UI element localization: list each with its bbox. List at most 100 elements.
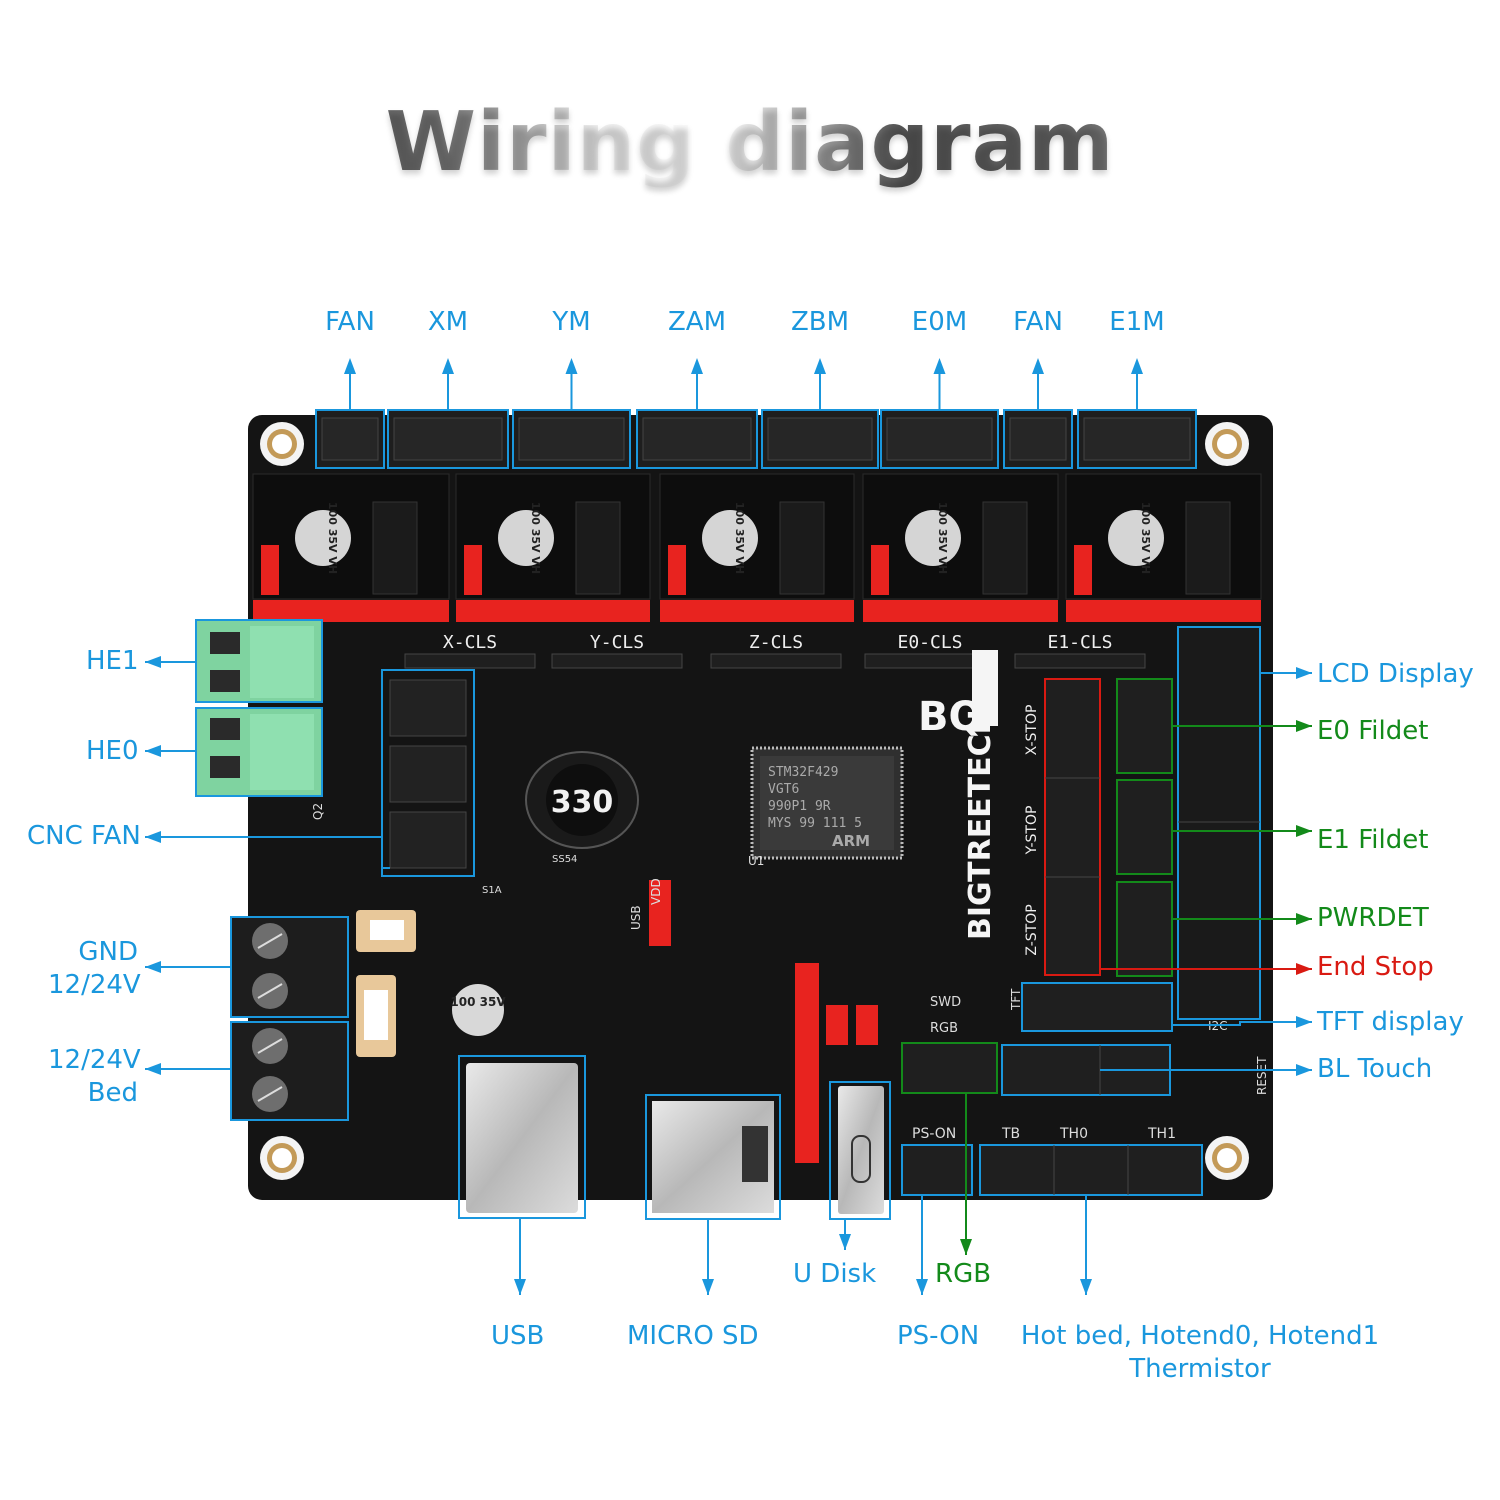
arrow-icon	[1296, 913, 1312, 925]
label-top-xm: XM	[427, 307, 469, 337]
thermistor-connectors[interactable]	[979, 1144, 1203, 1196]
cls-label: E0-CLS	[897, 632, 962, 653]
silk-label: RESET	[1255, 1056, 1269, 1095]
jumper-block	[982, 501, 1028, 595]
power-terminal-main[interactable]	[230, 916, 349, 1018]
label-he1: HE1	[86, 646, 139, 676]
top-connector[interactable]	[636, 409, 758, 469]
mcu-label: 990P1 9R	[768, 799, 831, 814]
ps-on-connector[interactable]	[901, 1144, 973, 1196]
silk-label: SS54	[552, 854, 577, 865]
usb-port[interactable]	[458, 1055, 586, 1219]
stop-label: Y-STOP	[1024, 806, 1040, 856]
filament-detect-e1[interactable]	[1116, 779, 1173, 875]
rgb-connector[interactable]	[901, 1042, 998, 1094]
pin-header-red	[1074, 545, 1092, 595]
label-lcd-display: LCD Display	[1317, 659, 1474, 689]
capacitor	[905, 510, 961, 566]
label-ps-on: PS-ON	[897, 1321, 980, 1351]
capacitor-label: 100 35V VH	[529, 502, 542, 574]
arrow-icon	[1080, 1279, 1092, 1295]
label-thermistor-line1: Hot bed, Hotend0, Hotend1	[1020, 1321, 1380, 1351]
label-u-disk: U Disk	[793, 1259, 877, 1289]
label-top-zbm: ZBM	[790, 307, 850, 337]
top-connector[interactable]	[387, 409, 509, 469]
power-terminal-bed[interactable]	[230, 1021, 349, 1121]
jumper-block	[1185, 501, 1231, 595]
arrow-up-icon	[933, 358, 946, 374]
arrow-icon	[1296, 720, 1312, 732]
label-tft-display: TFT display	[1317, 1007, 1464, 1037]
driver-socket: 100 35V VH	[659, 473, 855, 622]
mounting-hole	[1205, 422, 1249, 466]
jumper	[826, 1005, 878, 1045]
arrow-up-icon	[691, 358, 703, 374]
capacitor-label: 100 35V VH	[733, 502, 746, 574]
label-top-ym: YM	[552, 307, 591, 337]
heater-terminal-he1[interactable]	[195, 619, 323, 703]
lcd-exp-headers[interactable]	[1177, 626, 1261, 1020]
arrow-icon	[702, 1279, 714, 1295]
arrow-icon	[145, 745, 161, 757]
label-usb: USB	[491, 1321, 545, 1351]
cls-label: E1-CLS	[1047, 632, 1112, 653]
capacitor	[498, 510, 554, 566]
jumper-block	[779, 501, 825, 595]
tft-connector[interactable]	[1021, 982, 1173, 1032]
svg-text:100 35V: 100 35V	[450, 995, 506, 1009]
silk-label: TB	[1001, 1126, 1020, 1142]
cls-header	[551, 653, 683, 669]
cls-label: Y-CLS	[590, 632, 644, 653]
driver-socket: 100 35V VH	[252, 473, 450, 622]
top-connector[interactable]	[1003, 409, 1073, 469]
arrow-up-icon	[442, 358, 454, 374]
silk-label: TFT	[1009, 988, 1023, 1011]
capacitor-label: 100 35V VH	[936, 502, 949, 574]
jumper-block	[575, 501, 621, 595]
silk-label: TH0	[1059, 1126, 1088, 1142]
label-cnc-fan: CNC FAN	[27, 821, 141, 851]
stepper-driver-sockets: 100 35V VH 100 35V VH 100 35V VH 100 35V VH…	[252, 473, 1262, 622]
arrow-icon	[1296, 825, 1312, 837]
mcu-label: MYS 99 111 5	[768, 816, 862, 831]
arrow-icon	[1296, 1064, 1312, 1076]
top-connector[interactable]	[1077, 409, 1197, 469]
label-thermistor: Hot bed, Hotend0, Hotend1 Thermistor	[1015, 1320, 1385, 1385]
silk-label: RGB	[930, 1021, 958, 1036]
label-bl-touch: BL Touch	[1317, 1054, 1433, 1084]
top-connector[interactable]	[315, 409, 385, 469]
driver-socket: 100 35V VH	[862, 473, 1059, 622]
microsd-slot[interactable]	[645, 1094, 781, 1220]
label-pwrdet: PWRDET	[1317, 903, 1429, 933]
top-connector[interactable]	[512, 409, 631, 469]
label-top-e1m: E1M	[1109, 307, 1165, 337]
label-top-zam: ZAM	[667, 307, 727, 337]
fan-connectors[interactable]	[381, 669, 475, 877]
driver-socket: 100 35V VH	[455, 473, 651, 622]
arrow-up-icon	[1032, 358, 1044, 374]
silk-label: VDD	[649, 878, 663, 905]
heater-terminal-he0[interactable]	[195, 707, 323, 797]
capacitor-label: 100 35V VH	[326, 502, 339, 574]
silk-label: USB	[629, 905, 643, 930]
jumper-block	[372, 501, 418, 595]
top-connector[interactable]	[761, 409, 879, 469]
power-detect-connector[interactable]	[1116, 881, 1173, 977]
arrow-icon	[916, 1279, 928, 1295]
cnc-fan-line	[145, 836, 390, 869]
endstop-connectors[interactable]	[1044, 678, 1101, 976]
mounting-hole	[1205, 1136, 1249, 1180]
label-he0: HE0	[86, 736, 139, 766]
arrow-icon	[145, 831, 161, 843]
page-title: Wiring diagram	[0, 95, 1500, 190]
svg-text:BIGTREETECH: BIGTREETECH	[963, 709, 998, 940]
driver-socket: 100 35V VH	[1065, 473, 1262, 622]
filament-detect-e0[interactable]	[1116, 678, 1173, 774]
label-top-fan: FAN	[325, 307, 375, 337]
arrow-icon	[145, 961, 161, 973]
u-disk-port[interactable]	[829, 1081, 891, 1220]
top-connector[interactable]	[880, 409, 999, 469]
arrow-icon	[1296, 1016, 1312, 1028]
tft-line	[1172, 1021, 1312, 1026]
